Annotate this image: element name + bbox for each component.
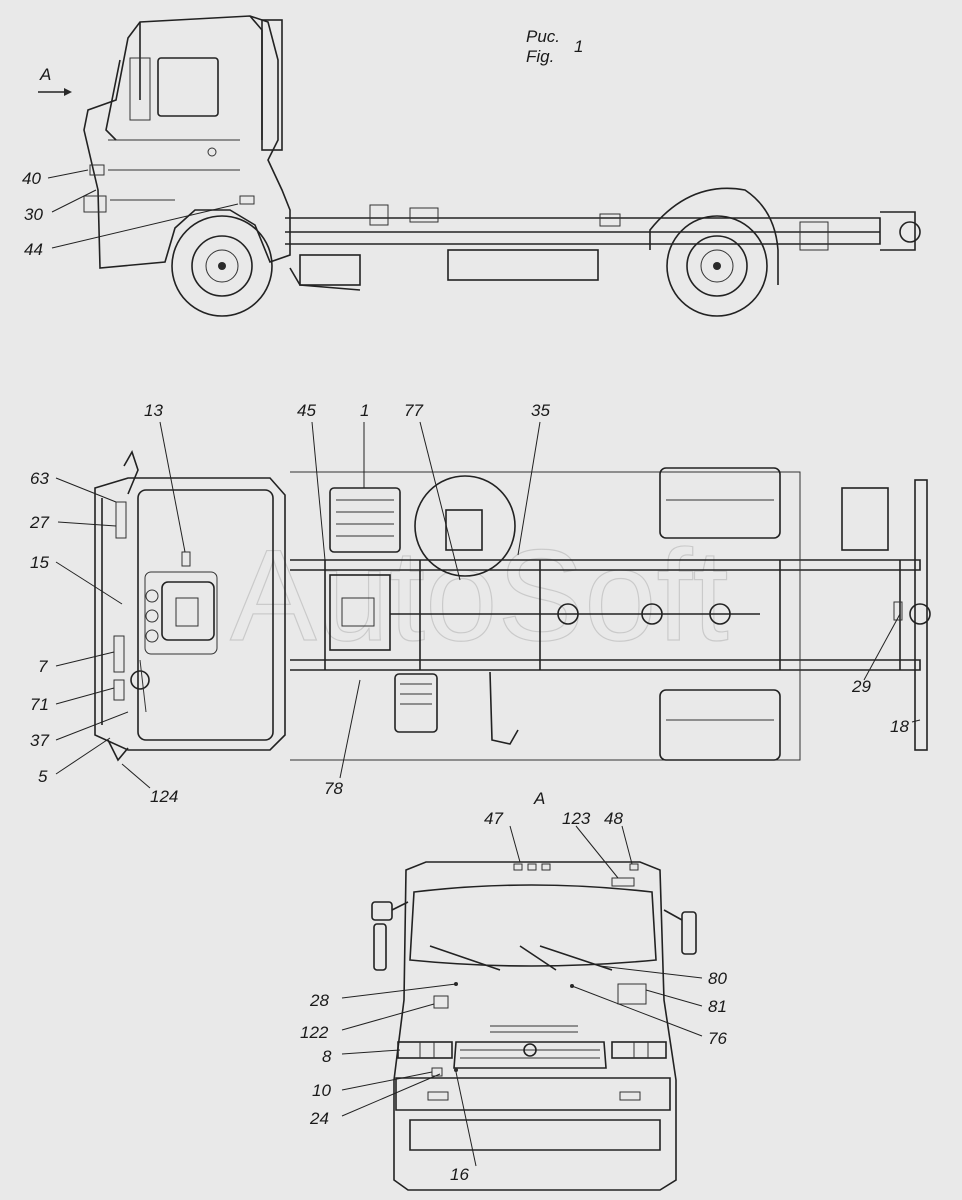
callout-78: 78 bbox=[324, 779, 343, 798]
callout-10: 10 bbox=[312, 1081, 331, 1100]
callout-122: 122 bbox=[300, 1023, 329, 1042]
callout-47: 47 bbox=[484, 809, 503, 828]
callout-28: 28 bbox=[309, 991, 329, 1010]
callout-80: 80 bbox=[708, 969, 727, 988]
front-view bbox=[371, 861, 697, 1191]
callout-7: 7 bbox=[38, 657, 48, 676]
callout-24: 24 bbox=[309, 1109, 329, 1128]
watermark: AutoSoft bbox=[230, 522, 729, 668]
top-view bbox=[94, 450, 931, 762]
callout-40: 40 bbox=[22, 169, 41, 188]
callout-29: 29 bbox=[851, 677, 871, 696]
callout-45: 45 bbox=[297, 401, 316, 420]
callout-81: 81 bbox=[708, 997, 727, 1016]
callout-123: 123 bbox=[562, 809, 591, 828]
callout-1: 1 bbox=[360, 401, 369, 420]
callout-76: 76 bbox=[708, 1029, 727, 1048]
callout-48: 48 bbox=[604, 809, 623, 828]
view-a-arrow bbox=[38, 88, 72, 96]
callout-35: 35 bbox=[531, 401, 550, 420]
side-view bbox=[83, 15, 921, 317]
front-view-marker: A bbox=[533, 789, 545, 808]
callout-124: 124 bbox=[150, 787, 178, 806]
callout-18: 18 bbox=[890, 717, 909, 736]
callout-8: 8 bbox=[322, 1047, 332, 1066]
view-a-marker: A bbox=[39, 65, 51, 84]
callout-63: 63 bbox=[30, 469, 49, 488]
callout-71: 71 bbox=[30, 695, 49, 714]
callout-44: 44 bbox=[24, 240, 43, 259]
callout-27: 27 bbox=[29, 513, 49, 532]
callout-15: 15 bbox=[30, 553, 49, 572]
caption-en: Fig. bbox=[526, 47, 554, 66]
caption-ru: Рис. bbox=[526, 27, 560, 46]
callout-16: 16 bbox=[450, 1165, 469, 1184]
callout-5: 5 bbox=[38, 767, 48, 786]
callout-13: 13 bbox=[144, 401, 163, 420]
callout-37: 37 bbox=[30, 731, 49, 750]
callout-77: 77 bbox=[404, 401, 423, 420]
callout-30: 30 bbox=[24, 205, 43, 224]
figure-number: 1 bbox=[574, 37, 583, 56]
